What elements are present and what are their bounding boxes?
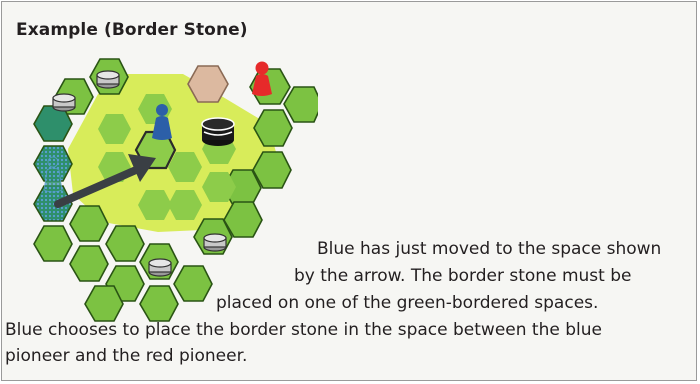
white-stone-icon bbox=[149, 259, 171, 276]
hex-space bbox=[85, 286, 123, 321]
hex-space bbox=[70, 206, 108, 241]
caption-line-2: by the arrow. The border stone must be bbox=[294, 265, 631, 287]
hex-space bbox=[174, 266, 212, 301]
hex-space bbox=[106, 226, 144, 261]
hex-space bbox=[140, 286, 178, 321]
white-stone-icon bbox=[97, 71, 119, 88]
example-title: Example (Border Stone) bbox=[16, 20, 248, 40]
hex-space bbox=[34, 226, 72, 261]
white-stone-icon bbox=[204, 234, 226, 251]
caption-line-5: pioneer and the red pioneer. bbox=[5, 345, 247, 367]
white-stone-icon bbox=[53, 94, 75, 111]
hex-space bbox=[284, 87, 318, 122]
hex-space bbox=[70, 246, 108, 281]
caption-line-1: Blue has just moved to the space shown bbox=[317, 238, 661, 260]
border-stone-icon bbox=[202, 118, 234, 146]
caption-line-3: placed on one of the green-bordered spac… bbox=[216, 292, 598, 314]
caption-line-4: Blue chooses to place the border stone i… bbox=[5, 319, 602, 341]
